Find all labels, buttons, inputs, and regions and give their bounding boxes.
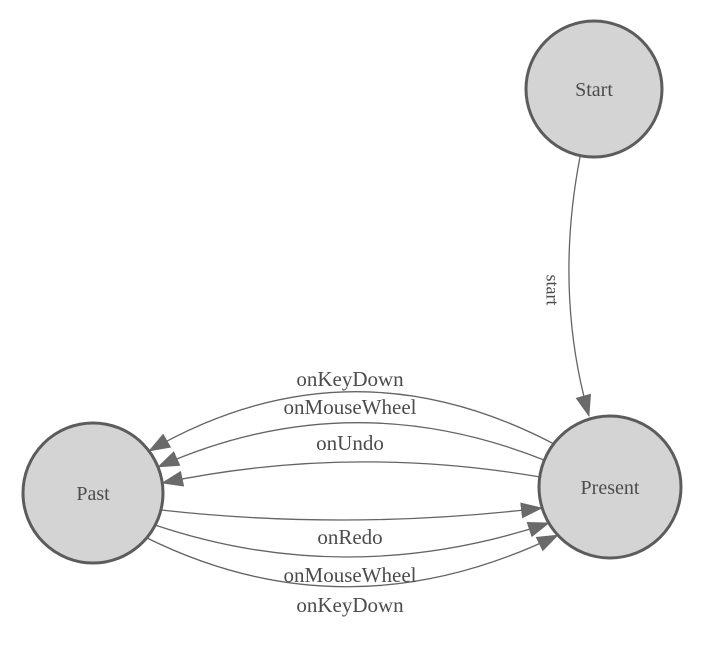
node-label-past: Past [76, 483, 110, 505]
edge-label-past-to-present-onredo: onRedo [317, 525, 382, 549]
edge-label-present-to-past-onkeydown: onKeyDown [296, 367, 404, 391]
edge-past-to-present-onkeydown [146, 534, 559, 588]
edge-present-to-past-onmousewheel [157, 422, 545, 468]
node-circle-start [524, 19, 664, 159]
edge-past-to-present-onmousewheel [154, 522, 550, 558]
edge-label-start-to-present: start [543, 275, 563, 306]
edge-label-past-to-present-onmousewheel: onMouseWheel [284, 563, 417, 587]
edges-layer [146, 156, 592, 588]
edge-present-to-past-onkeydown [148, 391, 555, 452]
edge-label-present-to-past-onundo: onUndo [316, 431, 384, 455]
edge-labels-layer: start onKeyDown onMouseWheel onUndo onRedo on… [284, 275, 563, 618]
edge-past-to-present-onredo [160, 502, 543, 521]
edge-present-to-past-onundo [161, 461, 541, 487]
edge-label-past-to-present-onkeydown: onKeyDown [296, 593, 404, 617]
node-label-start: Start [575, 79, 613, 101]
edge-label-present-to-past-onmousewheel: onMouseWheel [284, 395, 417, 419]
node-circle-present [537, 414, 683, 560]
node-start: Start [524, 19, 664, 159]
node-past: Past [21, 421, 165, 565]
node-circle-past [21, 421, 165, 565]
edge-start-to-present [568, 156, 592, 417]
node-label-present: Present [581, 477, 640, 499]
node-present: Present [537, 414, 683, 560]
